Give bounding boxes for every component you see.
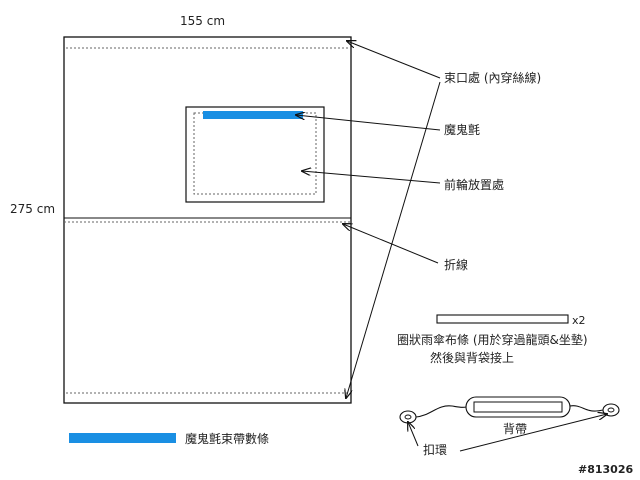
velcro-label: 魔鬼氈 bbox=[444, 122, 480, 137]
ring-arrow-right bbox=[459, 414, 607, 452]
velcro-arrow bbox=[296, 115, 441, 131]
drawstring-label: 束口處 (內穿絲線) bbox=[444, 70, 541, 85]
umbrella-strip-label-1: 圈狀雨傘布條 (用於穿過龍頭&坐墊) bbox=[397, 332, 588, 347]
velcro-strip bbox=[203, 111, 303, 119]
ring-arrow-left bbox=[408, 422, 419, 447]
front-wheel-label: 前輪放置處 bbox=[444, 177, 504, 192]
bag-outline bbox=[63, 36, 352, 404]
drawstring-arrow-top bbox=[347, 41, 441, 79]
fold-line-arrow bbox=[343, 224, 439, 264]
velcro-legend-swatch bbox=[69, 433, 176, 443]
ring-label: 扣環 bbox=[423, 443, 447, 457]
width-dimension: 155 cm bbox=[180, 14, 225, 28]
height-dimension: 275 cm bbox=[10, 202, 55, 216]
front-wheel-pocket bbox=[185, 106, 325, 203]
fold-line-label: 折線 bbox=[444, 257, 468, 272]
umbrella-strip-label-2: 然後與背袋接上 bbox=[430, 350, 514, 365]
drawstring-arrow-bottom bbox=[346, 81, 441, 398]
velcro-legend-label: 魔鬼氈束帶數條 bbox=[185, 431, 269, 446]
strap-count-label: x2 bbox=[572, 314, 586, 327]
front-wheel-arrow bbox=[302, 171, 441, 184]
shoulder-strap bbox=[399, 396, 620, 424]
shoulder-strap-label: 背帶 bbox=[503, 422, 527, 436]
watermark: #813026 bbox=[578, 463, 633, 476]
front-wheel-pocket-inner bbox=[193, 112, 317, 195]
umbrella-strip bbox=[436, 314, 569, 324]
